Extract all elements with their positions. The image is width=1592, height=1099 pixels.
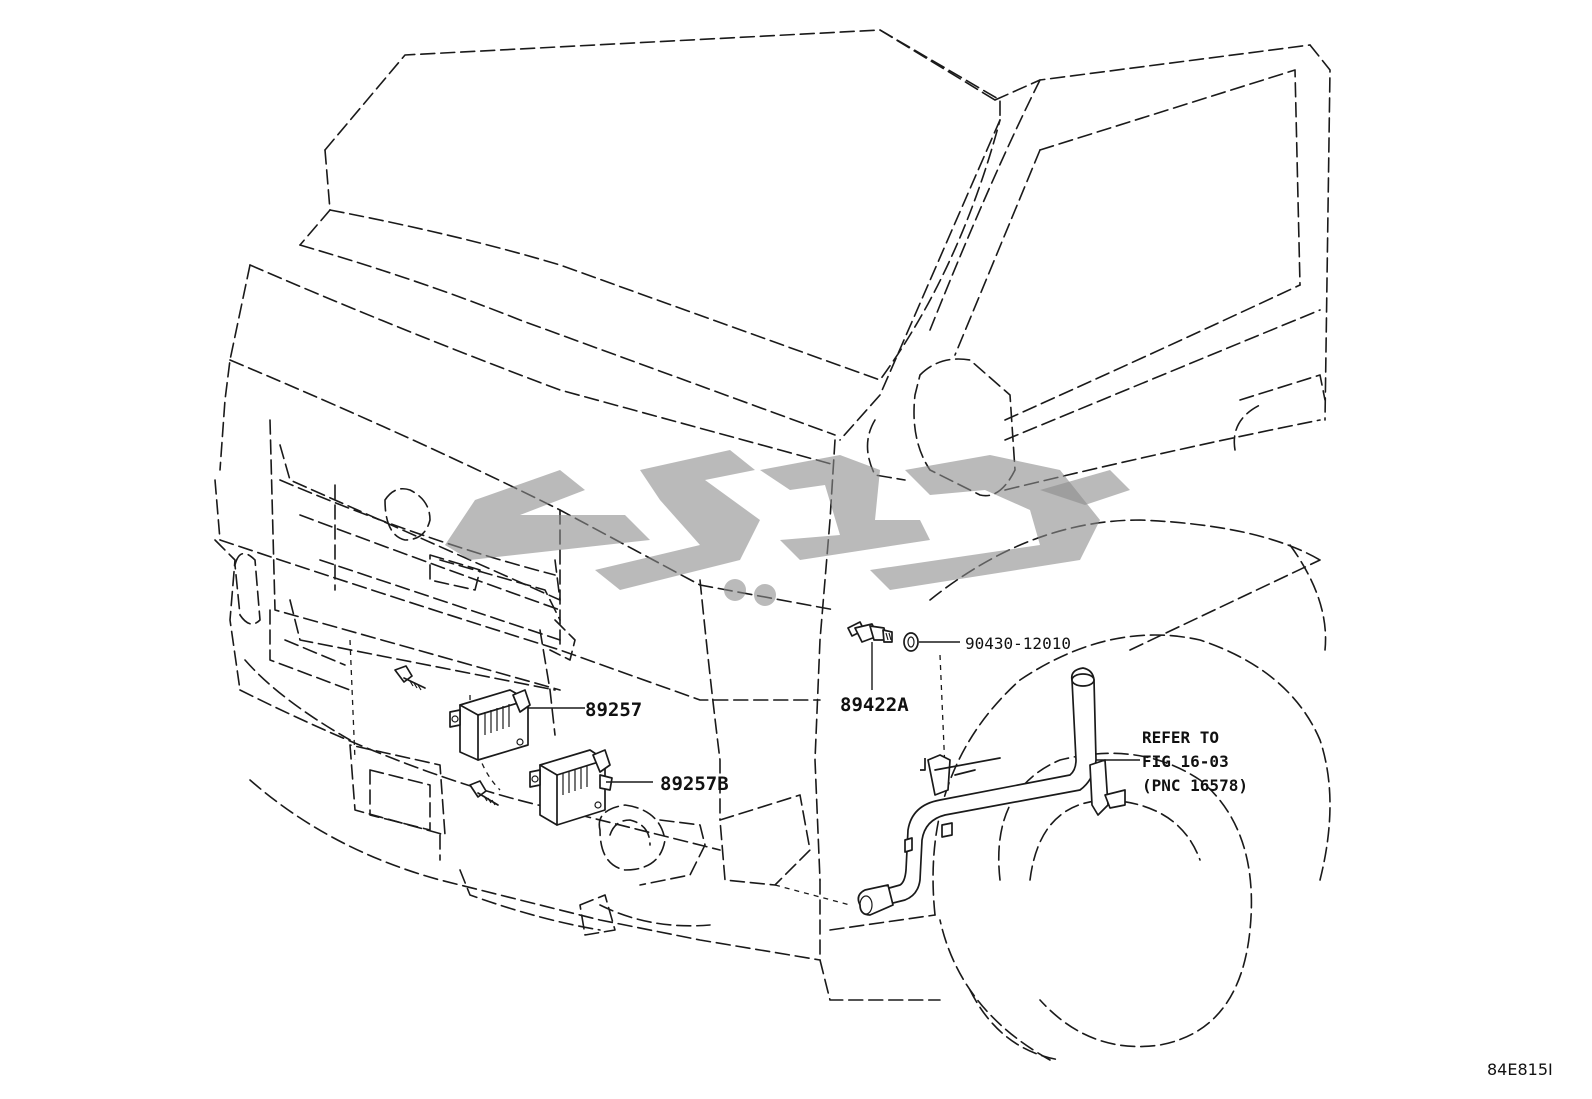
part-number-90430: 90430-12010 xyxy=(965,634,1071,653)
leader-lines xyxy=(528,641,1140,783)
watermark-logo xyxy=(445,450,1130,606)
illustration-code: 84E815I xyxy=(1487,1060,1553,1079)
bolt-icon xyxy=(469,780,499,806)
computer-unit-89257 xyxy=(449,689,531,761)
coolant-pipe xyxy=(857,667,1126,916)
part-number-89422a: 89422A xyxy=(840,694,909,716)
reference-line-3: (PNC 16578) xyxy=(1142,776,1248,795)
reference-line-2: FIG 16-03 xyxy=(1142,752,1229,771)
gasket-90430 xyxy=(903,632,919,652)
reference-line-1: REFER TO xyxy=(1142,728,1219,747)
bolt-icon xyxy=(394,665,426,691)
part-number-89257: 89257 xyxy=(585,699,642,721)
van-body-outline xyxy=(214,29,1331,1061)
computer-unit-89257b xyxy=(529,749,613,826)
part-number-89257b: 89257B xyxy=(660,773,729,795)
sensor-89422a xyxy=(847,621,893,643)
